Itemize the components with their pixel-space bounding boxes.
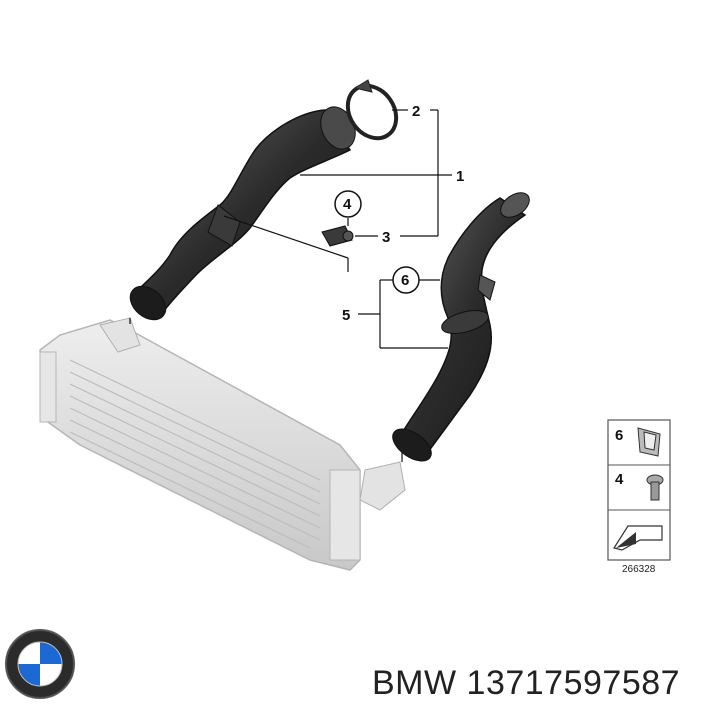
legend: 6 4 266328 (607, 419, 671, 575)
clip-icon (637, 427, 661, 457)
part-title: BMW 13717597587 (372, 664, 680, 703)
brand-name: BMW (372, 664, 457, 702)
intercooler (39, 317, 406, 571)
drawing-code: 266328 (622, 564, 656, 575)
charge-air-hose-5 (392, 192, 530, 462)
bolt-icon (646, 474, 664, 501)
callout-4-circle (334, 190, 362, 218)
legend-item-4: 4 (615, 471, 624, 488)
callout-6-circle (392, 266, 420, 294)
callout-1: 1 (456, 168, 464, 185)
callout-4: 4 (343, 196, 352, 213)
part-number: 13717597587 (466, 664, 681, 702)
legend-item-6: 6 (615, 427, 623, 444)
callout-6: 6 (401, 272, 409, 289)
charge-air-hose-1 (129, 106, 356, 321)
hose-clamp-icon (345, 79, 399, 141)
callout-3: 3 (382, 229, 390, 246)
sensor (321, 225, 354, 247)
callout-5: 5 (342, 307, 350, 324)
bmw-logo-icon (5, 629, 75, 699)
callout-2: 2 (412, 103, 420, 120)
arrow-icon (613, 525, 663, 551)
leader-lines (129, 109, 452, 462)
